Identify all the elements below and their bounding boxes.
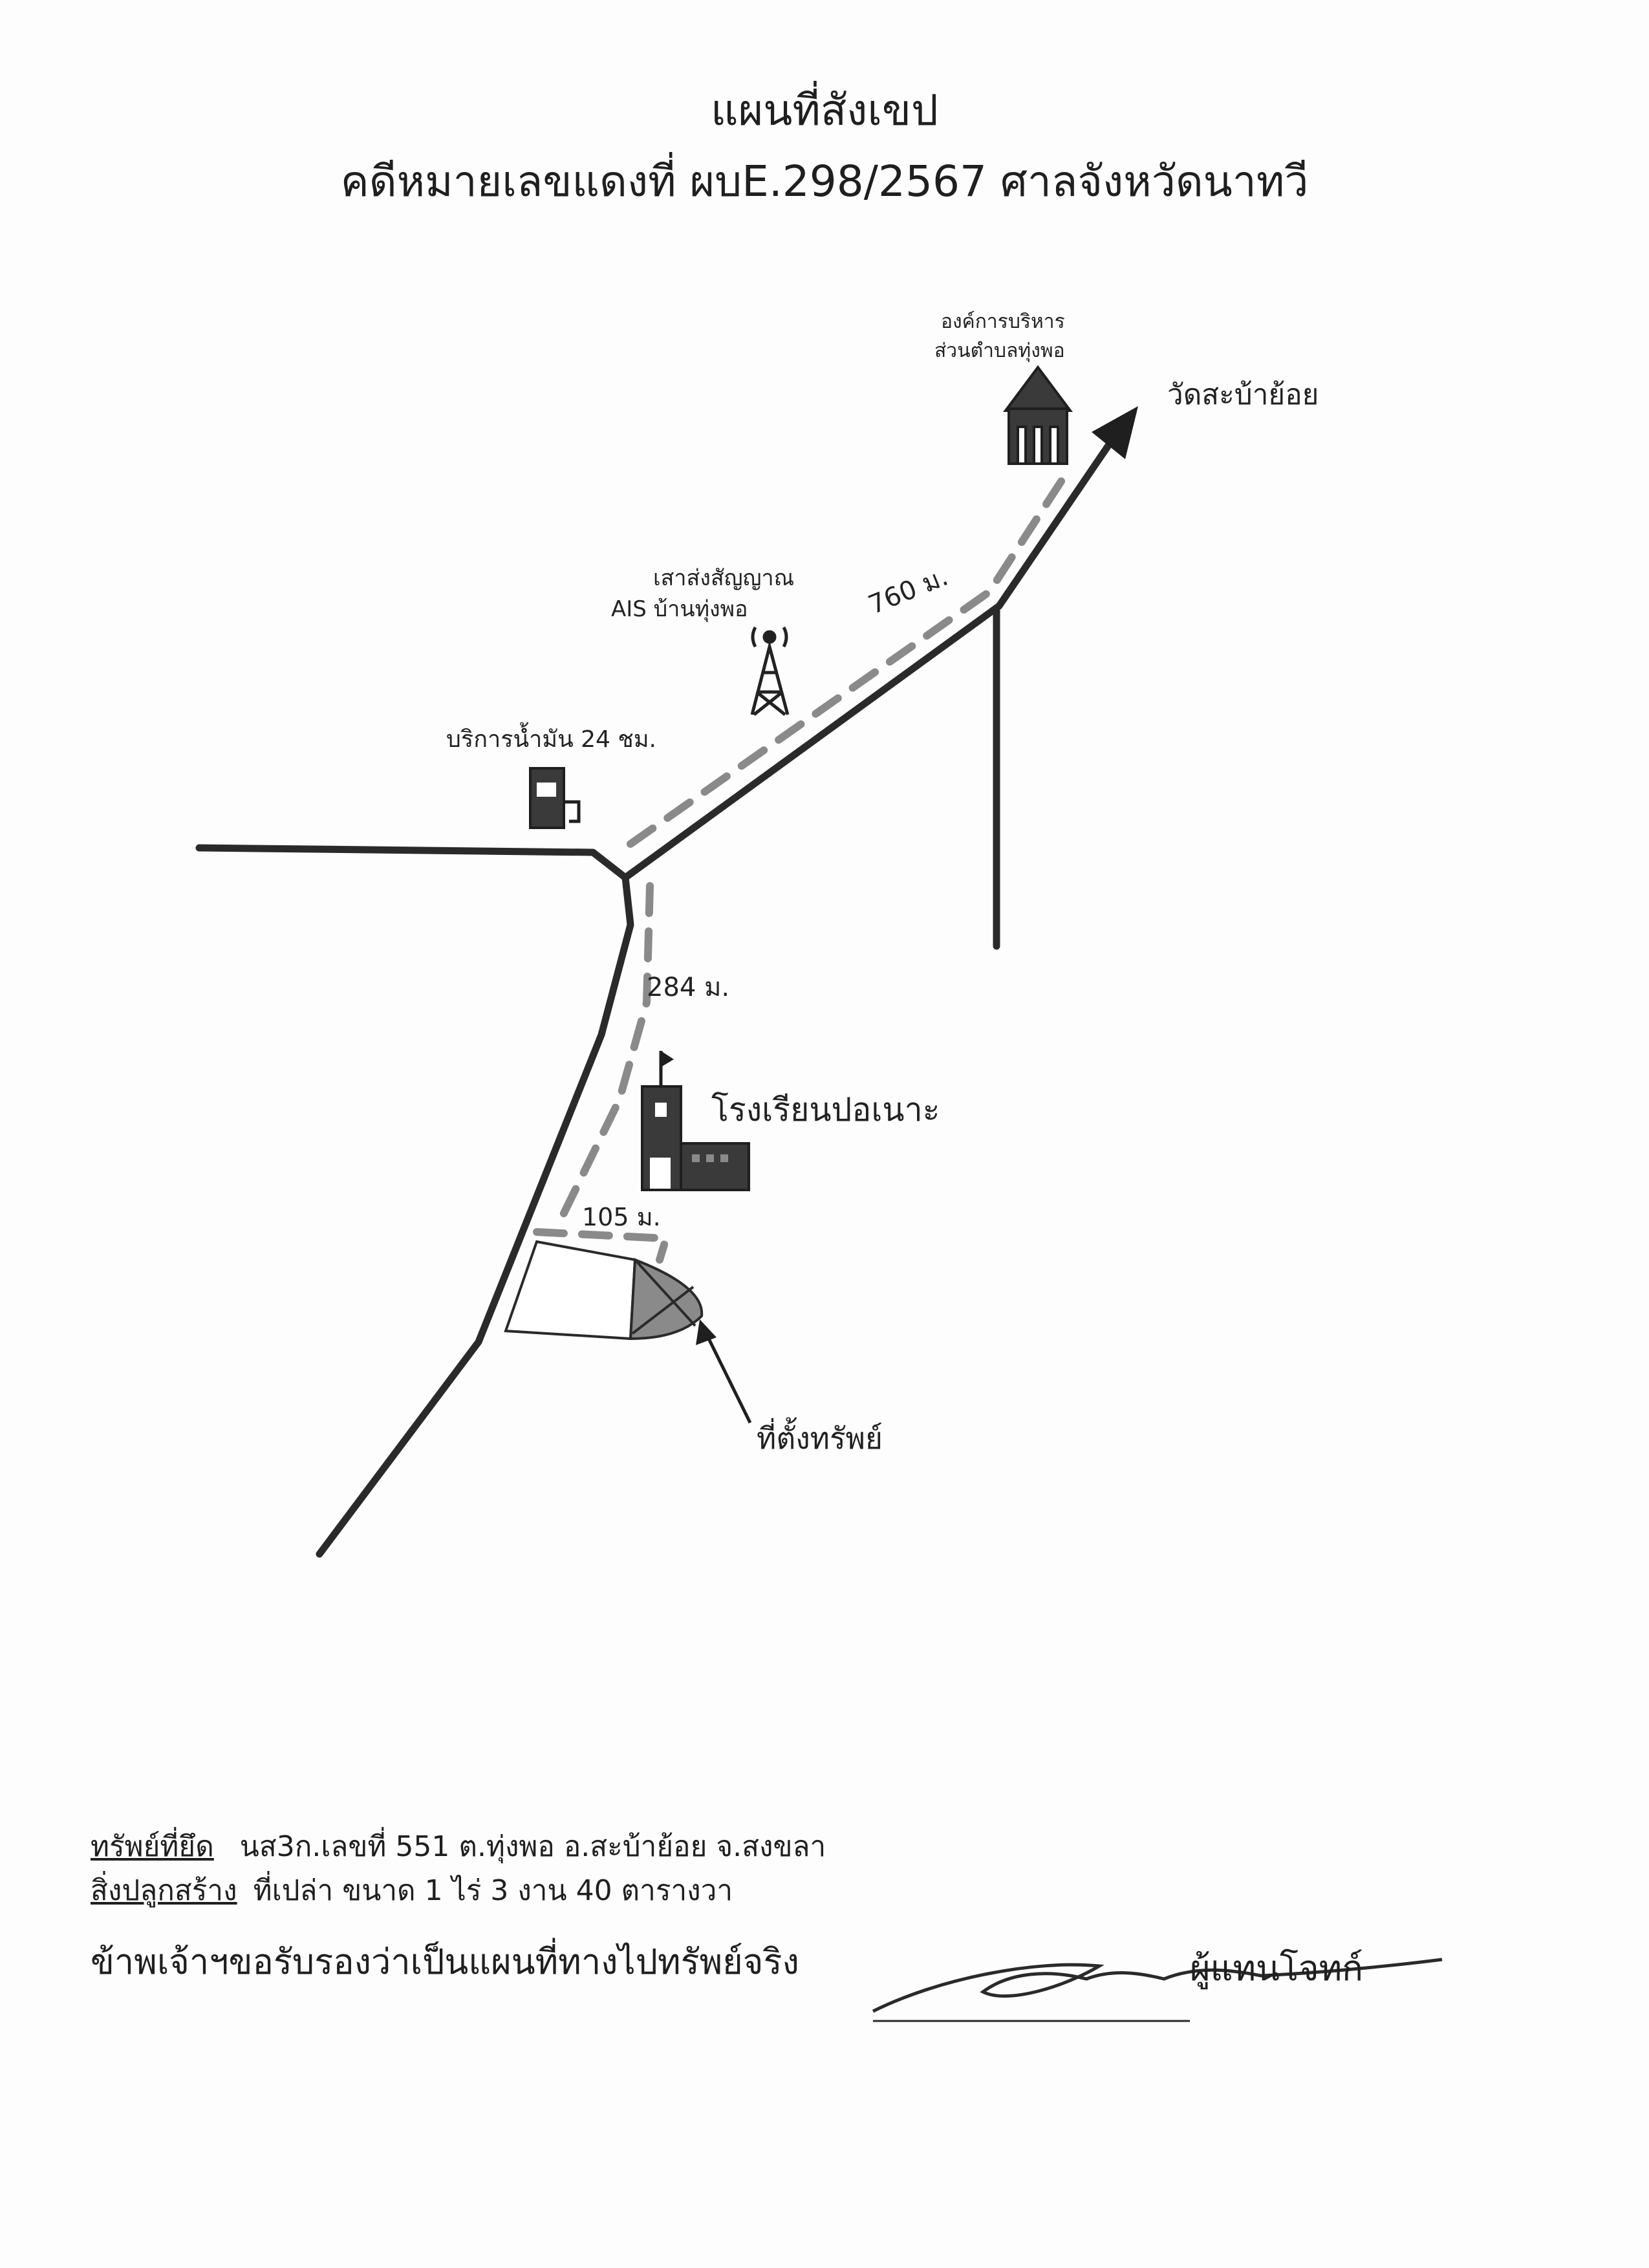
seized-asset-value: นส3ก.เลขที่ 551 ต.ทุ่งพอ อ.สะบ้าย้อย จ.ส… [239, 1830, 826, 1863]
property-pointer-arrow [696, 1319, 752, 1424]
sao-office-label-2: ส่วนตำบลทุ่งพอ [934, 340, 1065, 363]
distance-284-label: 284 ม. [647, 973, 729, 1002]
ais-tower-label-2: AIS บ้านทุ่งพอ [611, 596, 748, 622]
dashed-route [533, 471, 1069, 1264]
south-road [316, 874, 634, 1558]
school-label: โรงเรียนปอเนาะ [711, 1091, 940, 1129]
school-icon [641, 1051, 750, 1191]
seized-asset-line: ทรัพย์ที่ยึด นส3ก.เลขที่ 551 ต.ทุ่งพอ อ.ส… [91, 1824, 826, 1869]
direction-arrow-head [1092, 406, 1138, 459]
roads [195, 436, 1116, 1558]
sao-office-label-1: องค์การบริหาร [941, 310, 1065, 333]
ais-tower-label-1: เสาส่งสัญญาณ [653, 565, 794, 591]
structure-label: สิ่งปลูกสร้าง [91, 1874, 237, 1907]
seized-asset-label: ทรัพย์ที่ยึด [91, 1830, 214, 1863]
certification-statement: ข้าพเจ้าฯขอรับรองว่าเป็นแผนที่ทางไปทรัพย… [91, 1941, 799, 1982]
property-location-label: ที่ตั้งทรัพย์ [757, 1417, 883, 1456]
signature-mark [872, 1958, 1443, 2013]
case-number-line: คดีหมายเลขแดงที่ ผบE.298/2567 ศาลจังหวัด… [340, 157, 1309, 206]
temple-label: วัดสะบ้าย้อย [1167, 378, 1319, 411]
structure-value: ที่เปล่า ขนาด 1 ไร่ 3 งาน 40 ตารางวา [253, 1874, 733, 1907]
gas-station-icon [529, 767, 581, 829]
structure-line: สิ่งปลูกสร้าง ที่เปล่า ขนาด 1 ไร่ 3 งาน 4… [91, 1868, 733, 1913]
distance-105-label: 105 ม. [582, 1203, 661, 1231]
page-title: แผนที่สังเขป [711, 85, 938, 135]
sao-office-icon [1003, 365, 1073, 465]
horizontal-road [195, 844, 629, 881]
signal-tower-icon [750, 626, 790, 716]
property-plot [504, 1240, 704, 1341]
signer-title: ผู้แทนโจทก์ [1190, 1948, 1363, 1989]
gas-station-label: บริการน้ำมัน 24 ชม. [446, 722, 656, 753]
